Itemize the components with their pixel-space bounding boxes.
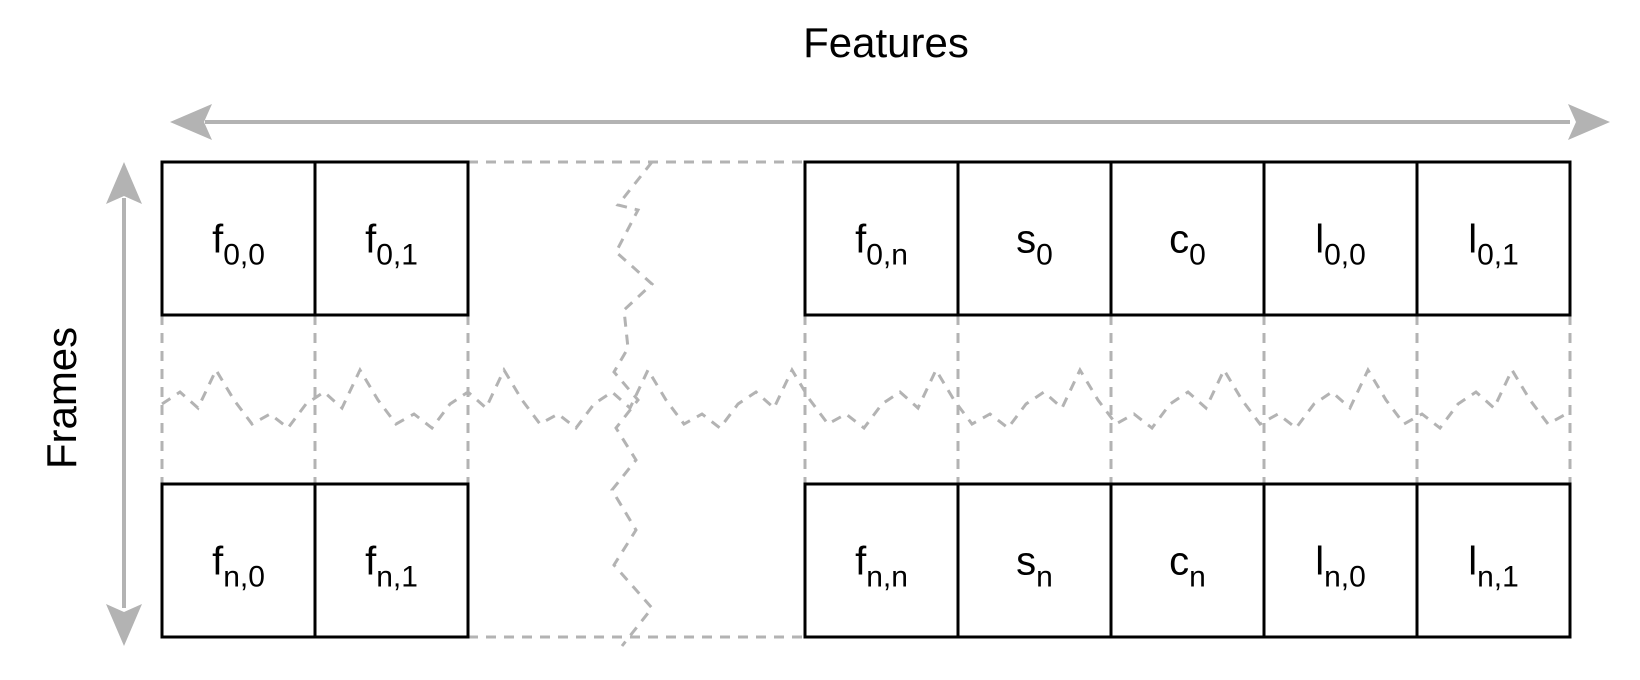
frames-arrow-top-head bbox=[106, 162, 142, 204]
row-break-zigzag bbox=[161, 366, 1567, 431]
last-frame-right-cell-2: cn bbox=[1109, 482, 1266, 639]
frames-arrow-bottom-head bbox=[106, 604, 142, 646]
last-frame-right-cell-1-box bbox=[956, 482, 1113, 639]
first-frame-right-cell-4-label: l0,1 bbox=[1468, 218, 1519, 272]
last-frame-left-cell-0: fn,0 bbox=[160, 482, 317, 639]
first-frame-left-cell-1-label: f0,1 bbox=[365, 218, 418, 272]
first-frame-right-cell-0-label: f0,n bbox=[855, 218, 908, 272]
last-frame-left-cell-0-label: fn,0 bbox=[212, 540, 265, 594]
last-frame-left-cell-1-label: fn,1 bbox=[365, 540, 418, 594]
last-frame-right-cell-3-box bbox=[1262, 482, 1419, 639]
first-frame-left-cell-1-box bbox=[313, 160, 470, 317]
last-frame-right-cell-0-box bbox=[803, 482, 960, 639]
first-frame-right-cell-3-label: l0,0 bbox=[1315, 218, 1366, 272]
first-frame-right-cell-4: l0,1 bbox=[1415, 160, 1572, 317]
last-frame-right-cell-4-label: ln,1 bbox=[1468, 540, 1519, 594]
first-frame-right-cell-2-label: c0 bbox=[1169, 218, 1206, 272]
first-frame-left-cell-0-box bbox=[160, 160, 317, 317]
features-arrow-left-head bbox=[170, 104, 212, 140]
last-frame-left-cell-0-box bbox=[160, 482, 317, 639]
first-frame-right-cell-3: l0,0 bbox=[1262, 160, 1419, 317]
last-frame-right-cell-2-label: cn bbox=[1169, 540, 1206, 594]
first-frame-right-cell-2-box bbox=[1109, 160, 1266, 317]
last-frame-right-cell-3: ln,0 bbox=[1262, 482, 1419, 639]
first-frame-right-cell-3-box bbox=[1262, 160, 1419, 317]
first-frame-right-cell-4-box bbox=[1415, 160, 1572, 317]
last-frame-right-cell-0-label: fn,n bbox=[855, 540, 908, 594]
dashed-omission-lines bbox=[160, 160, 1572, 647]
first-frame-right-cell-2: c0 bbox=[1109, 160, 1266, 317]
last-frame-right-cell-0: fn,n bbox=[803, 482, 960, 639]
last-frame-right-cell-3-label: ln,0 bbox=[1315, 540, 1366, 594]
last-frame-right-cell-2-box bbox=[1109, 482, 1266, 639]
matrix-cells: f0,0 f0,1 f0,n s0 c0 l0,0 l0,1 fn,0 fn,1 fn,n sn cn… bbox=[160, 160, 1572, 639]
last-frame-left-cell-1-box bbox=[313, 482, 470, 639]
last-frame-right-cell-4: ln,1 bbox=[1415, 482, 1572, 639]
first-frame-left-cell-0: f0,0 bbox=[160, 160, 317, 317]
column-break-zigzag bbox=[610, 161, 655, 647]
features-arrow-right-head bbox=[1568, 104, 1610, 140]
first-frame-right-cell-1: s0 bbox=[956, 160, 1113, 317]
last-frame-right-cell-4-box bbox=[1415, 482, 1572, 639]
features-axis-label: Features bbox=[803, 19, 969, 66]
axis-arrows bbox=[106, 104, 1610, 646]
first-frame-right-cell-1-label: s0 bbox=[1016, 218, 1053, 272]
last-frame-right-cell-1: sn bbox=[956, 482, 1113, 639]
first-frame-left-cell-1: f0,1 bbox=[313, 160, 470, 317]
first-frame-left-cell-0-label: f0,0 bbox=[212, 218, 265, 272]
last-frame-left-cell-1: fn,1 bbox=[313, 482, 470, 639]
first-frame-right-cell-1-box bbox=[956, 160, 1113, 317]
last-frame-right-cell-1-label: sn bbox=[1016, 540, 1053, 594]
first-frame-right-cell-0: f0,n bbox=[803, 160, 960, 317]
